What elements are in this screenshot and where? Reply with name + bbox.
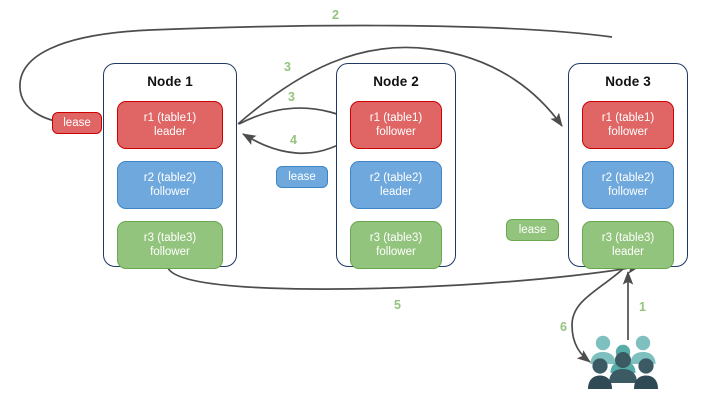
replica-name: r3 (table3) bbox=[369, 232, 423, 244]
replica-name: r1 (table1) bbox=[601, 112, 655, 124]
replica-r3-node1[interactable]: r3 (table3) follower bbox=[117, 221, 223, 269]
replica-role: follower bbox=[376, 246, 416, 258]
lease-badge-table1[interactable]: lease bbox=[52, 112, 102, 134]
edge-label-4: 4 bbox=[290, 133, 297, 147]
edge-label-3b: 3 bbox=[288, 90, 295, 104]
replica-r2-node3[interactable]: r2 (table2) follower bbox=[582, 161, 674, 209]
replica-r1-node1[interactable]: r1 (table1) leader bbox=[117, 101, 223, 149]
node-box-node2[interactable]: Node 2 r1 (table1) follower r2 (table2) … bbox=[336, 63, 456, 269]
edge-label-5: 5 bbox=[394, 298, 401, 312]
replica-role: leader bbox=[612, 246, 644, 258]
replica-role: follower bbox=[376, 126, 416, 138]
edge-5-path bbox=[167, 263, 642, 290]
edge-label-3a: 3 bbox=[284, 60, 291, 74]
replica-name: r3 (table3) bbox=[601, 232, 655, 244]
replica-name: r1 (table1) bbox=[369, 112, 423, 124]
edge-label-2: 2 bbox=[332, 8, 339, 22]
node-title: Node 2 bbox=[373, 74, 419, 89]
node-title: Node 1 bbox=[147, 74, 193, 89]
replica-role: leader bbox=[380, 186, 412, 198]
users-group-icon bbox=[588, 335, 658, 389]
replica-role: follower bbox=[150, 186, 190, 198]
node-box-node3[interactable]: Node 3 r1 (table1) follower r2 (table2) … bbox=[568, 63, 688, 269]
replica-r3-node2[interactable]: r3 (table3) follower bbox=[350, 221, 442, 269]
replica-role: leader bbox=[154, 126, 186, 138]
replica-name: r2 (table2) bbox=[369, 172, 423, 184]
replica-role: follower bbox=[608, 186, 648, 198]
replica-role: follower bbox=[608, 126, 648, 138]
replica-role: follower bbox=[150, 246, 190, 258]
replica-name: r1 (table1) bbox=[143, 112, 197, 124]
replica-name: r2 (table2) bbox=[143, 172, 197, 184]
lease-badge-table2[interactable]: lease bbox=[276, 166, 328, 188]
edge-label-6: 6 bbox=[560, 320, 567, 334]
edge-label-1: 1 bbox=[639, 300, 646, 314]
replica-r1-node3[interactable]: r1 (table1) follower bbox=[582, 101, 674, 149]
replica-r2-node2[interactable]: r2 (table2) leader bbox=[350, 161, 442, 209]
lease-badge-table3[interactable]: lease bbox=[506, 219, 559, 241]
replica-name: r3 (table3) bbox=[143, 232, 197, 244]
node-box-node1[interactable]: Node 1 r1 (table1) leader r2 (table2) fo… bbox=[103, 63, 237, 269]
replica-r3-node3[interactable]: r3 (table3) leader bbox=[582, 221, 674, 269]
replica-r2-node1[interactable]: r2 (table2) follower bbox=[117, 161, 223, 209]
node-title: Node 3 bbox=[605, 74, 651, 89]
replica-name: r2 (table2) bbox=[601, 172, 655, 184]
replica-r1-node2[interactable]: r1 (table1) follower bbox=[350, 101, 442, 149]
